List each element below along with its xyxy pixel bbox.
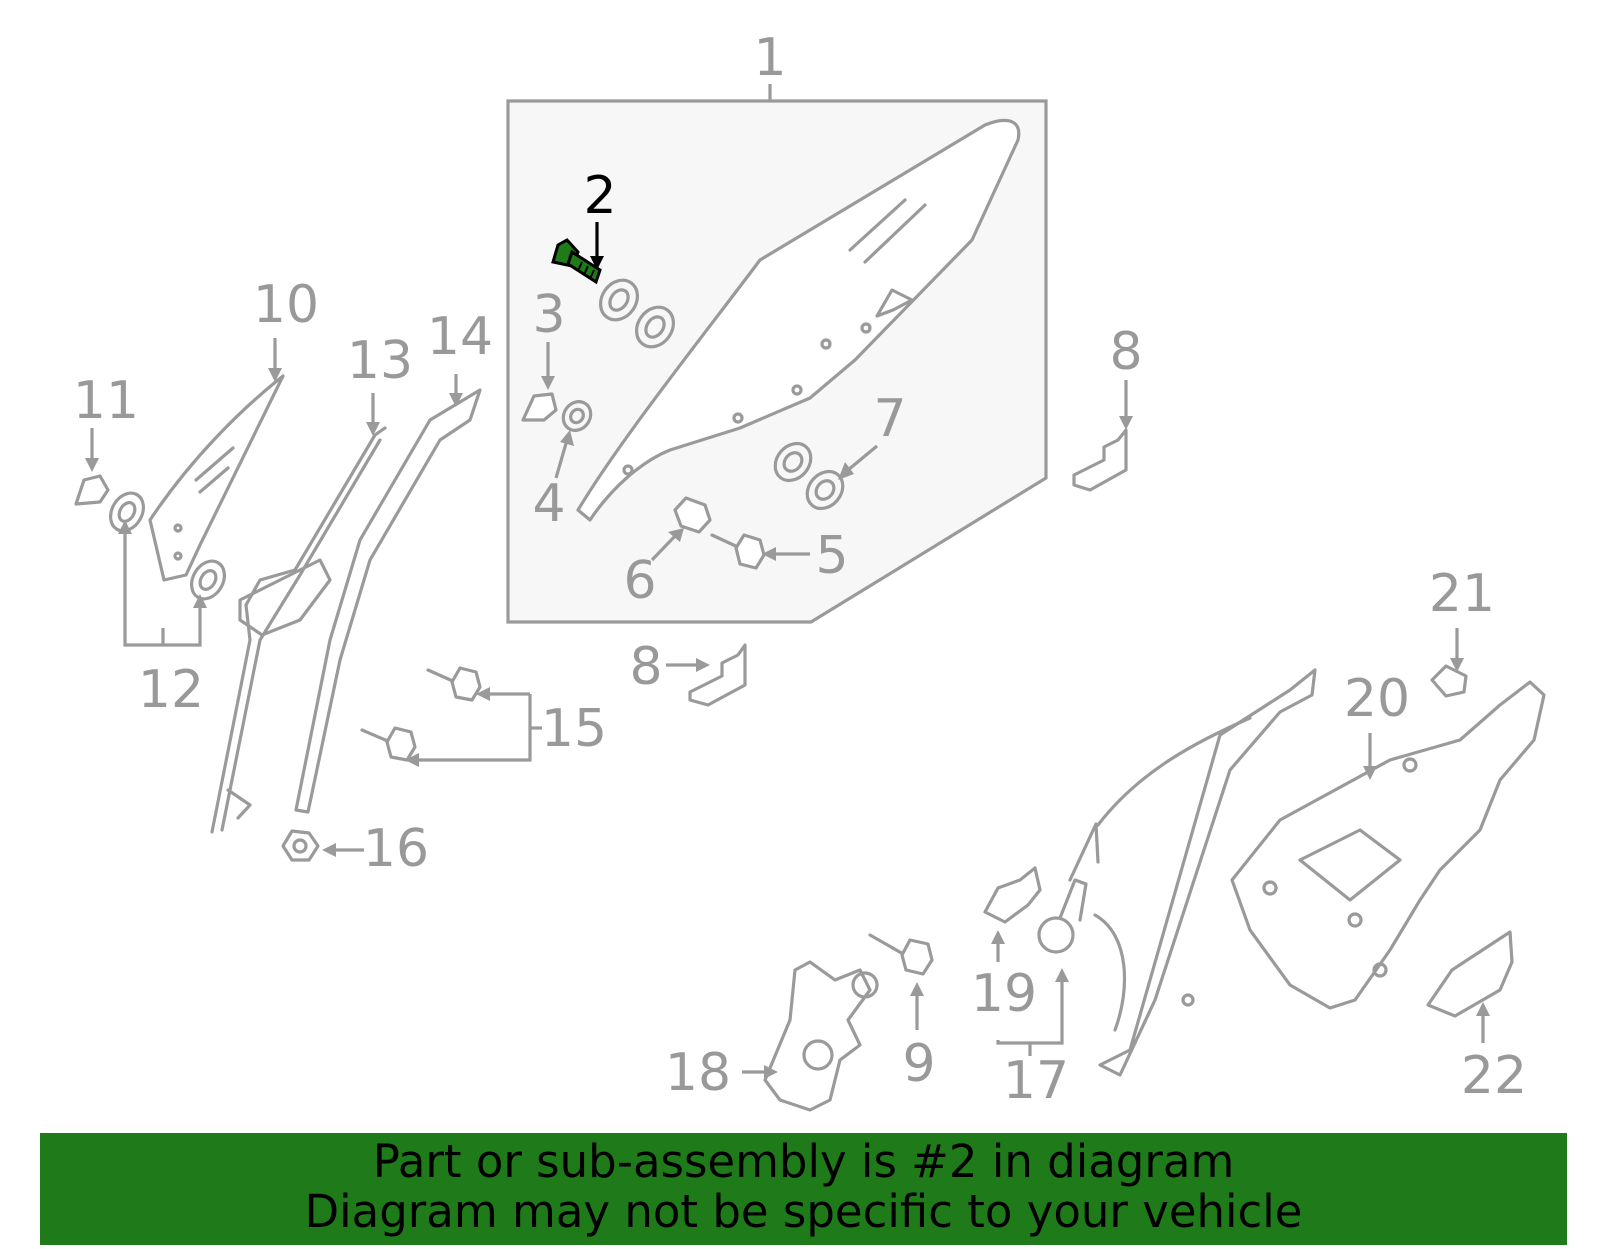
- callout-15: 15: [541, 699, 607, 759]
- callout-17: 17: [1003, 1051, 1069, 1111]
- highlighted-bolt-part-2: [551, 238, 602, 285]
- callout-13: 13: [347, 331, 413, 391]
- bolt-part-9: [868, 933, 934, 976]
- motor-part-18: [763, 960, 879, 1112]
- clip-part-21: [1430, 664, 1468, 698]
- door-panel-part-20: [1230, 680, 1546, 1010]
- bushing-part-6: [673, 496, 712, 534]
- banner-line-1: Part or sub-assembly is #2 in diagram: [372, 1135, 1235, 1188]
- door-glass-drawing: [576, 118, 1021, 522]
- callout-6: 6: [623, 551, 656, 611]
- run-channel-part-13: [210, 426, 387, 834]
- callout-18: 18: [665, 1043, 731, 1103]
- callout-14: 14: [427, 307, 493, 367]
- nut-part-16: [281, 829, 320, 862]
- callout-16: 16: [363, 819, 429, 879]
- callout-1: 1: [753, 28, 786, 88]
- callout-20: 20: [1344, 669, 1410, 729]
- callout-8-lower: 8: [629, 637, 662, 697]
- bolts-part-15: [360, 666, 482, 762]
- run-channel-part-14: [294, 388, 482, 814]
- bracket-part-8-upper: [1072, 428, 1128, 492]
- bracket-part-8-lower: [688, 643, 747, 707]
- clip-part-11: [74, 474, 110, 506]
- callout-8-upper: 8: [1109, 322, 1142, 382]
- callout-10: 10: [253, 275, 319, 335]
- callout-5: 5: [815, 526, 848, 586]
- callout-12: 12: [138, 660, 204, 720]
- clip-part-3: [521, 392, 558, 422]
- callout-19: 19: [971, 964, 1037, 1024]
- callout-labels: 1 2 3 4 5 6 7 8 8 9 10 11 12 13 14 15 16…: [73, 28, 1527, 1111]
- bracket-part-19: [983, 866, 1042, 924]
- callout-7: 7: [873, 389, 906, 449]
- callout-21: 21: [1429, 564, 1495, 624]
- callout-9: 9: [902, 1034, 935, 1094]
- seal-part-22: [1426, 930, 1514, 1018]
- regulator-part-17: [1037, 668, 1317, 1077]
- callout-22: 22: [1461, 1046, 1527, 1106]
- callout-3: 3: [532, 285, 565, 345]
- washers-part-12: [109, 491, 226, 601]
- callout-11: 11: [73, 371, 139, 431]
- callout-2-highlighted: 2: [583, 166, 616, 226]
- washers: [561, 278, 845, 511]
- banner-line-2: Diagram may not be specific to your vehi…: [304, 1185, 1303, 1238]
- leader-lines: [85, 222, 1490, 1079]
- callout-4: 4: [532, 474, 565, 534]
- quarter-glass-part-10: [148, 374, 285, 582]
- info-banner: Part or sub-assembly is #2 in diagram Di…: [40, 1133, 1567, 1245]
